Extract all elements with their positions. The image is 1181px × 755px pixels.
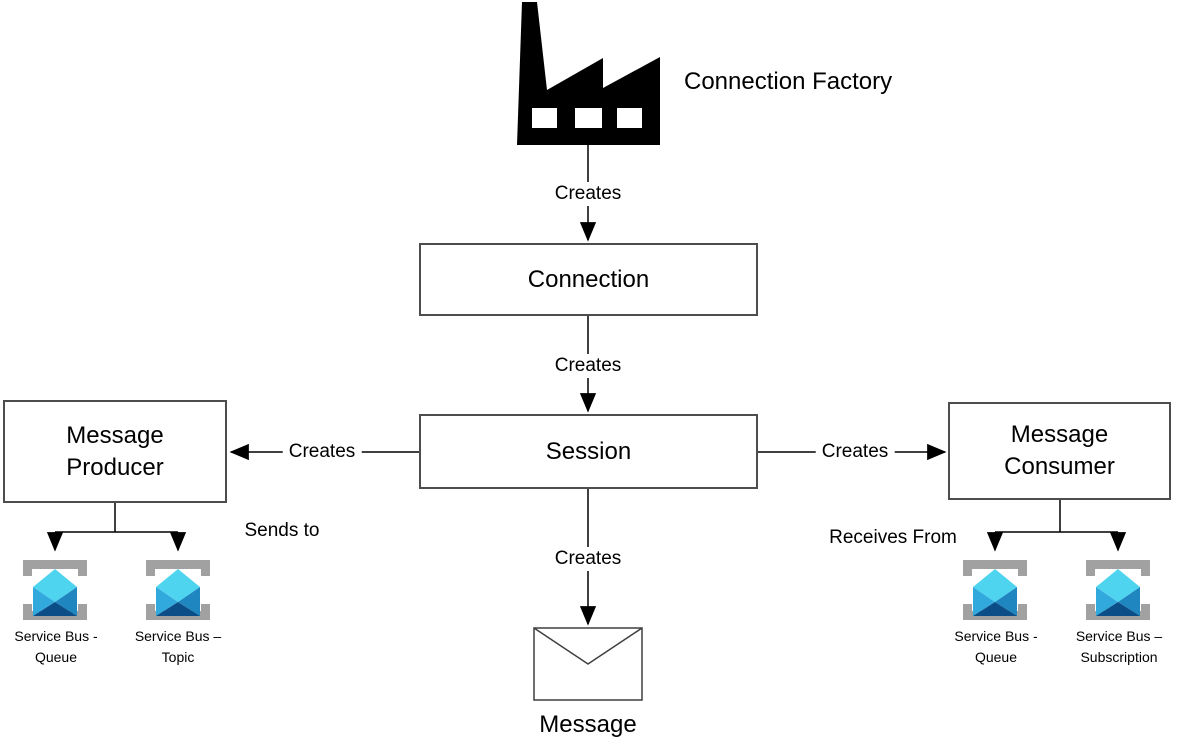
service-bus-queue-consumer-label: Service Bus - Queue (954, 628, 1038, 665)
connection-box-label: Connection (527, 265, 650, 293)
service-bus-topic-label: Service Bus – Topic (134, 628, 222, 665)
receives-from-label: Receives From (829, 527, 957, 548)
sends-to-label: Sends to (244, 520, 320, 541)
message-producer-box: Message Producer (3, 400, 227, 503)
session-box-label: Session (545, 437, 632, 465)
creates-label-session-message: Creates (548, 547, 628, 571)
creates-label-session-consumer: Creates (815, 440, 895, 464)
connection-factory-label: Connection Factory (684, 68, 893, 95)
connection-box: Connection (419, 243, 758, 316)
service-bus-subscription-icon (1086, 560, 1150, 620)
service-bus-queue-label: Service Bus - Queue (14, 628, 98, 665)
message-consumer-label-line2: Consumer (1004, 453, 1115, 480)
creates-label-factory-connection: Creates (548, 182, 628, 206)
message-producer-label-line2: Producer (66, 453, 164, 481)
message-envelope-icon (533, 627, 643, 701)
service-bus-queue-icon (23, 560, 87, 620)
service-bus-subscription-label: Service Bus – Subscription (1075, 628, 1163, 665)
service-bus-queue-icon-consumer (963, 560, 1027, 620)
service-bus-topic-icon (146, 560, 210, 620)
creates-label-session-producer: Creates (282, 440, 362, 464)
message-consumer-label-line1: Message (1010, 421, 1109, 448)
message-producer-label-line1: Message (66, 421, 164, 449)
message-label: Message (539, 711, 637, 738)
message-consumer-box: Message Consumer (948, 402, 1171, 500)
creates-label-connection-session: Creates (548, 354, 628, 378)
session-box: Session (419, 414, 758, 489)
factory-icon (517, 2, 660, 145)
